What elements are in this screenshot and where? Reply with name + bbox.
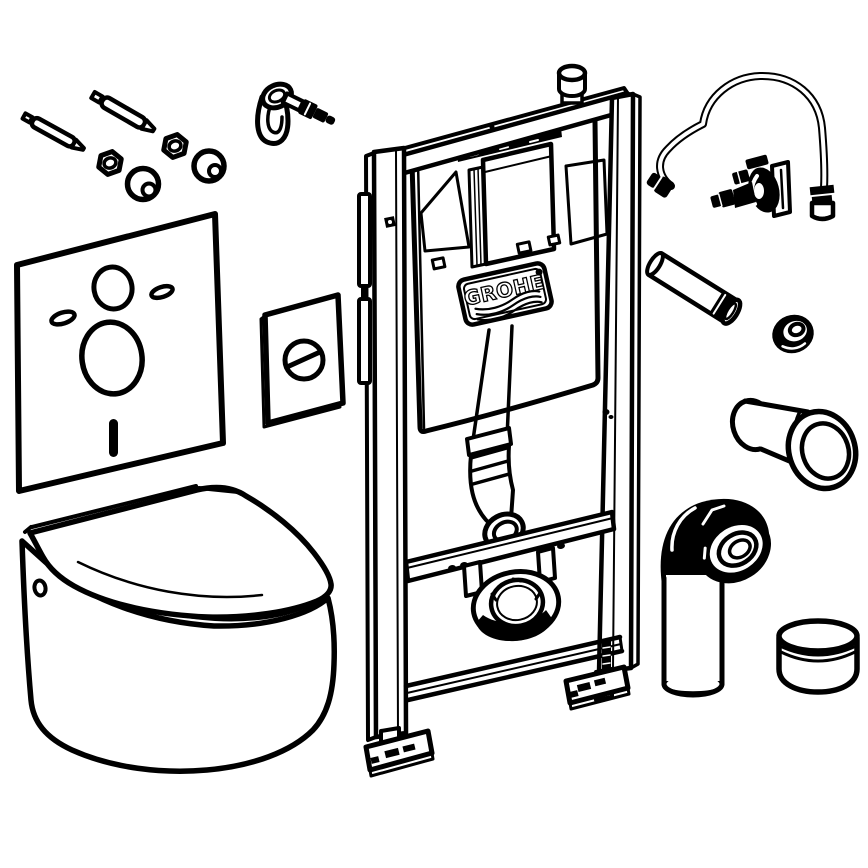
mat-slot-left [49, 309, 77, 327]
frame-rail-left [364, 145, 409, 742]
frame-foot-right [563, 640, 631, 711]
side-bracket [357, 192, 372, 288]
side-bracket [357, 297, 372, 385]
frame-mid-crossbar [403, 509, 617, 584]
logo-wave [475, 295, 542, 316]
mat-hole-top [91, 264, 135, 312]
mat-panel-icon [14, 211, 226, 494]
dome-cap-icon [191, 148, 227, 184]
rail-bolt [384, 216, 396, 228]
logo-dot [535, 268, 543, 276]
mat-slot-bottom [109, 419, 118, 457]
part-drain-elbow [660, 498, 771, 698]
toilet-hinge-ledge [30, 484, 198, 529]
part-flush-plate [259, 292, 346, 429]
drain-bracket [462, 546, 562, 642]
logo-wave [476, 300, 543, 322]
seal-ring-icon [772, 314, 814, 354]
rail-hole [602, 409, 610, 415]
sleeve-front-rim [785, 408, 859, 492]
elbow-socket [697, 514, 771, 584]
cistern-recess-left [419, 170, 471, 253]
hex-nut-icon [161, 132, 189, 160]
dome-cap-icon [124, 165, 162, 203]
water-connection-knob [556, 63, 588, 105]
part-connection-sleeve [729, 397, 859, 492]
cistern-clip [515, 240, 533, 255]
threaded-rod-icon [89, 89, 157, 134]
part-wall-hung-toilet [19, 484, 337, 774]
threaded-rod-icon [20, 111, 86, 152]
part-fixing-rods [20, 89, 227, 203]
part-protection-cap [776, 618, 860, 695]
mat-hole-bottom [79, 319, 145, 397]
anchor-bolt [280, 91, 336, 125]
logo-wave [474, 289, 541, 311]
part-installation-frame: GROHE [357, 63, 642, 778]
hex-nut-icon [96, 149, 124, 177]
hose-nut-left [646, 172, 675, 198]
part-flush-pipe [645, 251, 814, 354]
mat-slot-right [149, 283, 175, 301]
grohe-logo: GROHE [456, 261, 554, 327]
hose-nut-right [809, 184, 836, 222]
rail-hole [608, 415, 614, 419]
cistern-clip [546, 233, 562, 247]
frame-foot-left [363, 726, 435, 778]
cistern-clip [430, 256, 447, 271]
pipe-icon [645, 251, 743, 326]
part-sound-insulation-mat [14, 211, 226, 494]
frame-bottom-crossbar [403, 634, 625, 703]
angle-valve-icon [710, 154, 792, 218]
part-wall-anchor [255, 81, 336, 146]
toilet-mount-hole [32, 578, 48, 598]
part-supply-hose [646, 71, 836, 222]
